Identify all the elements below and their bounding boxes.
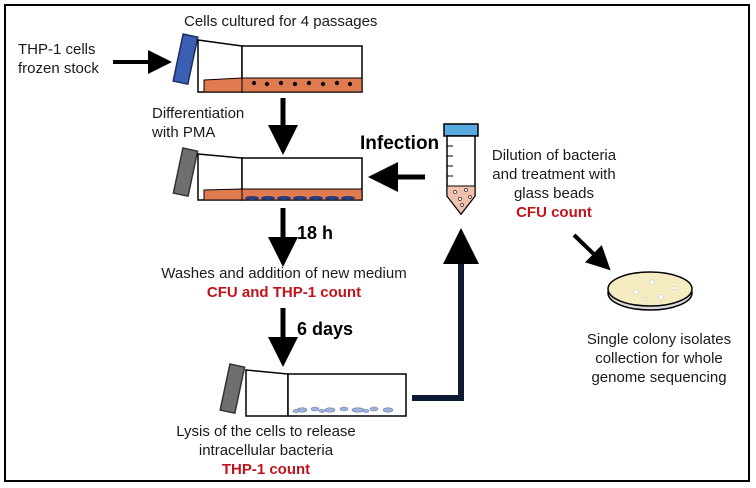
lysis-line2: intracellular bacteria (198, 442, 334, 459)
dilution-cfu-count: CFU count (516, 204, 592, 221)
lysis-count: THP-1 count (221, 461, 311, 478)
washes-count: CFU and THP-1 count (206, 284, 362, 301)
culture-flask-icon (172, 33, 363, 93)
dilution-line3: glass beads (513, 185, 595, 202)
differentiation-label: Differentiation with PMA (152, 104, 244, 142)
thp1-stock-line1: THP-1 cells (18, 41, 96, 58)
time-6days-label: 6 days (297, 319, 354, 339)
lysis-label: Lysis of the cells to release intracellu… (152, 422, 380, 479)
colony-line3: genome sequencing (591, 369, 727, 386)
cultured-label: Cells cultured for 4 passages (184, 13, 378, 30)
colony-label: Single colony isolates collection for wh… (580, 330, 738, 387)
thp1-stock-label: THP-1 cells frozen stock (18, 40, 99, 78)
arrow-lysis-to-tube (412, 228, 479, 401)
petri-dish-icon (607, 271, 693, 311)
flow-arrows (113, 50, 611, 401)
infection-label: Infection (360, 133, 440, 154)
lysis-flask-icon (219, 363, 407, 417)
thp1-stock-line2: frozen stock (18, 60, 99, 77)
dilution-line2: and treatment with (492, 166, 616, 183)
differentiation-line2: with PMA (152, 124, 216, 141)
washes-line1: Washes and addition of new medium (161, 265, 407, 282)
time-18h-label: 18 h (297, 223, 334, 243)
colony-line1: Single colony isolates (586, 331, 732, 348)
dilution-label: Dilution of bacteria and treatment with … (478, 146, 630, 222)
differentiated-flask-icon (172, 147, 363, 201)
arrow-to-colony (572, 233, 611, 271)
washes-label: Washes and addition of new medium CFU an… (134, 264, 434, 302)
colony-line2: collection for whole (595, 350, 723, 367)
falcon-tube-icon (443, 123, 479, 216)
differentiation-line1: Differentiation (152, 105, 245, 122)
diagram-frame (4, 4, 750, 482)
lysis-line1: Lysis of the cells to release (176, 423, 356, 440)
dilution-line1: Dilution of bacteria (491, 147, 617, 164)
